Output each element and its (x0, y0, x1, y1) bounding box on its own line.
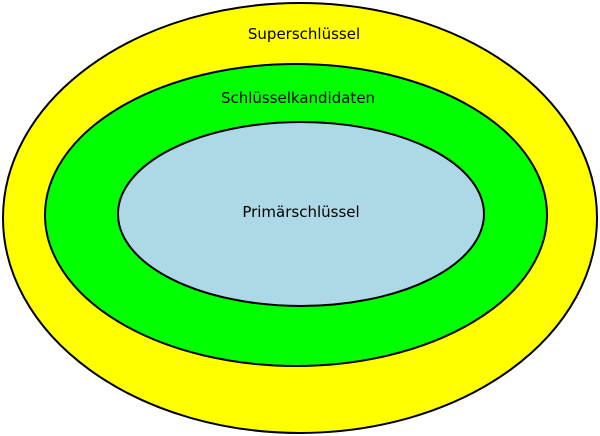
candidate-key-label: Schlüsselkandidaten (221, 89, 375, 107)
primary-key-label: Primärschlüssel (242, 203, 359, 221)
primary-key-set: Primärschlüssel (117, 121, 485, 307)
superkey-label: Superschlüssel (248, 25, 360, 43)
primary-key-ellipse (117, 121, 485, 307)
